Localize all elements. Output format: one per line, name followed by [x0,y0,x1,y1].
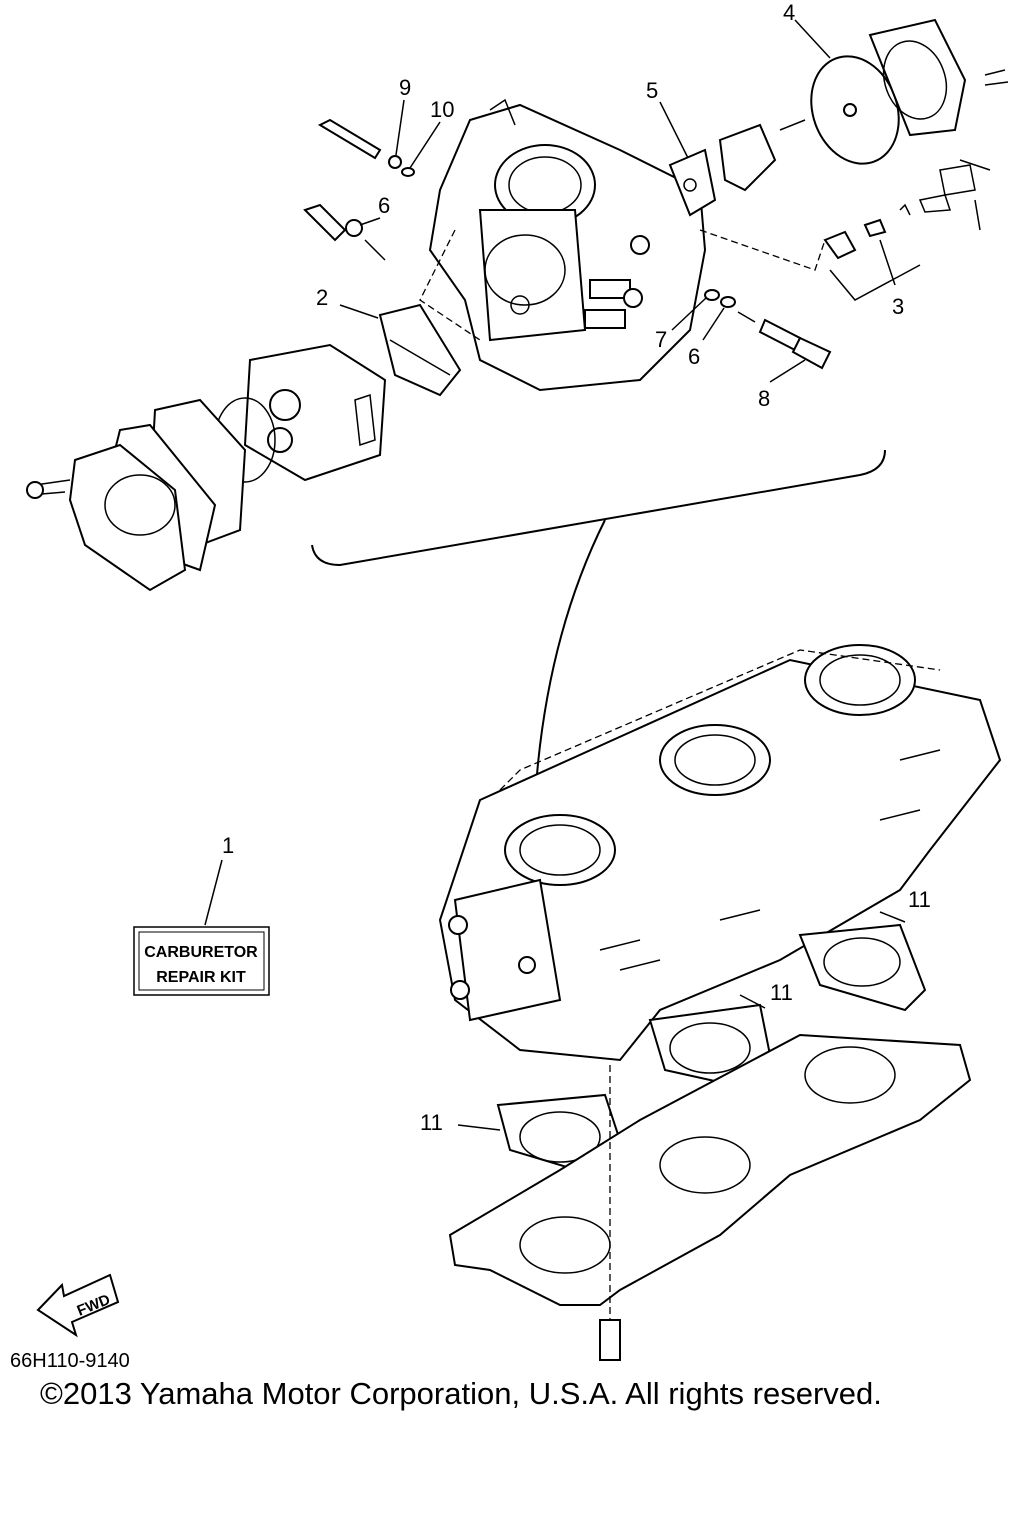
copyright-notice: ©2013 Yamaha Motor Corporation, U.S.A. A… [40,1376,882,1411]
callout-6-upper: 6 [378,193,390,218]
repair-kit-line-2: REPAIR KIT [156,969,246,986]
carburetor-body [419,98,707,392]
part-5-gasket [659,101,806,217]
repair-kit-line-1: CARBURETOR [144,944,258,961]
callout-8: 8 [758,386,770,411]
part-3-needle-valve [699,159,991,301]
callout-1: 1 [222,833,234,858]
part-2-gasket [339,303,462,397]
callout-5: 5 [646,78,658,103]
callout-11-middle: 11 [770,980,793,1005]
callout-4: 4 [783,0,795,25]
idle-screw-parts [671,289,832,383]
callout-11-right: 11 [908,887,931,912]
pump-cover-stack [26,343,387,592]
pilot-screw-parts [303,99,441,261]
callout-2: 2 [316,285,328,310]
fwd-arrow-icon: FWD [36,1273,120,1338]
part-4-diaphragm [794,18,1009,165]
callout-7: 7 [655,327,667,352]
callout-11-left: 11 [420,1110,443,1135]
callout-labels: 1 2 3 4 5 6 6 7 8 9 10 11 11 11 [204,0,931,1135]
intake-manifold [448,1033,972,1361]
callout-9: 9 [399,75,411,100]
carburetor-bank [438,644,1002,1062]
callout-10: 10 [430,97,454,122]
diagram-code: 66H110-9140 [10,1350,130,1372]
repair-kit-label: CARBURETOR REPAIR KIT [133,926,270,996]
callout-3: 3 [892,294,904,319]
carburetor-detail-group [26,18,1009,592]
callout-6-lower: 6 [688,344,700,369]
